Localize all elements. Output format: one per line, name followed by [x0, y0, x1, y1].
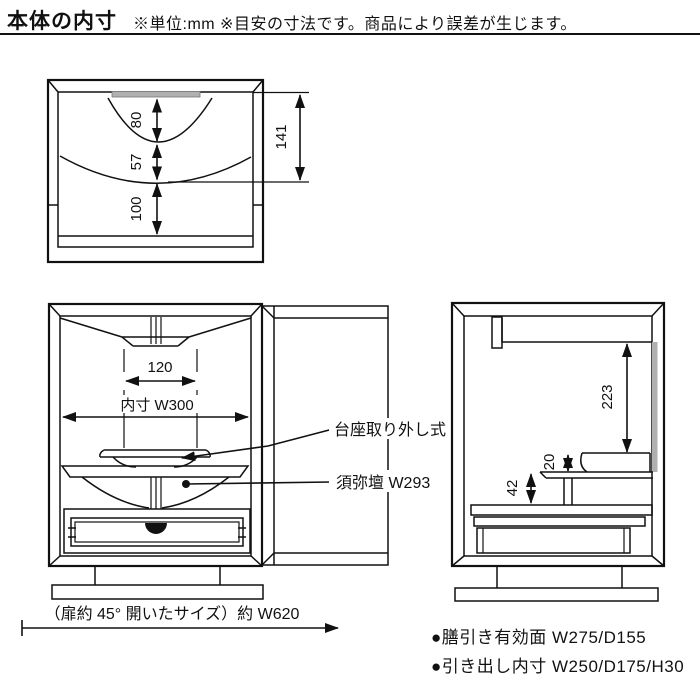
drawer	[63, 508, 251, 554]
pedestal-leader-line	[181, 428, 334, 462]
side-shelf	[539, 471, 653, 479]
top-view-extension-lines	[168, 91, 309, 183]
side-view-outer-frame	[450, 301, 666, 568]
dimension-value-100: 100	[128, 196, 145, 221]
top-view-back-board	[111, 91, 201, 98]
top-view-lower-shelf-arc	[59, 155, 252, 184]
footnote-drawer-dimensions: ●引き出し内寸 W250/D175/H30	[431, 657, 685, 676]
drawer-face-inner	[74, 521, 240, 543]
door-inner-lines	[273, 306, 388, 565]
front-view-diagram: 120 内寸 W300	[21, 302, 451, 636]
pedestal-plate	[99, 449, 211, 458]
dimension-value-w300: 内寸 W300	[120, 397, 193, 414]
shumidan-legs	[81, 476, 230, 509]
drawer-box	[63, 508, 251, 554]
top-view-outer-frame	[46, 78, 265, 264]
side-base-plate	[454, 587, 659, 602]
top-view-diagram: 80 57 100 141	[46, 78, 309, 264]
shumidan-center-pillar	[150, 477, 162, 509]
header-divider	[0, 33, 700, 35]
dimension-value-20: 20	[541, 454, 558, 471]
drawer-face	[70, 517, 244, 547]
side-drawer-box-ends	[482, 528, 625, 553]
side-back-shading	[652, 342, 658, 472]
drawer-handle	[145, 523, 167, 534]
front-view-corner-miters	[48, 303, 263, 567]
label-mask	[329, 470, 451, 492]
shumidan-leader-dot	[182, 480, 190, 488]
page-title: 本体の内寸	[7, 10, 117, 33]
footnote-tray-dimensions: ●膳引き有効面 W275/D155	[431, 628, 647, 647]
dimension-value-120: 120	[147, 359, 172, 376]
drawer-fittings	[68, 527, 246, 538]
side-platform-upper	[470, 504, 653, 516]
side-view-inner-frame	[463, 315, 653, 557]
page-note: ※単位:mm ※目安の寸法です。商品により誤差が生じます。	[133, 16, 577, 33]
label-mask	[110, 395, 206, 413]
shumidan-label: 須弥壇 W293	[336, 473, 430, 492]
front-base-plate	[51, 584, 264, 600]
side-top-tab	[491, 316, 503, 349]
side-platform-mid	[473, 516, 646, 527]
side-top-panel	[501, 318, 652, 343]
dimension-value-57: 57	[128, 154, 145, 171]
side-view-diagram: 223 20 42	[450, 301, 666, 602]
dimension-value-w620: （扉約 45° 開いたサイズ）約 W620	[45, 605, 300, 623]
pedestal	[99, 449, 211, 468]
door-corner-miters	[261, 305, 275, 566]
pedestal-label: 台座取り外し式	[334, 421, 446, 439]
shumidan-shelf	[60, 465, 250, 478]
side-shelf-column	[563, 478, 573, 505]
top-view-upper-shelf-arc	[107, 97, 213, 143]
dimension-value-141: 141	[273, 124, 290, 149]
dimension-value-42: 42	[504, 480, 521, 497]
shumidan-leader-line	[185, 481, 332, 485]
side-pedestal-profile	[580, 452, 651, 473]
top-view-corner-miters	[47, 79, 264, 93]
side-drawer-box	[476, 527, 631, 554]
front-view-inner-frame	[59, 315, 252, 557]
side-view-corner-miters	[451, 302, 665, 567]
canopy-center-pillar	[150, 317, 162, 344]
dimension-value-80: 80	[128, 112, 145, 129]
side-base-legs	[496, 566, 623, 588]
front-view-outer-frame	[47, 302, 264, 568]
dimension-value-223: 223	[599, 384, 616, 409]
front-base-legs	[94, 566, 221, 585]
label-mask	[329, 418, 447, 439]
